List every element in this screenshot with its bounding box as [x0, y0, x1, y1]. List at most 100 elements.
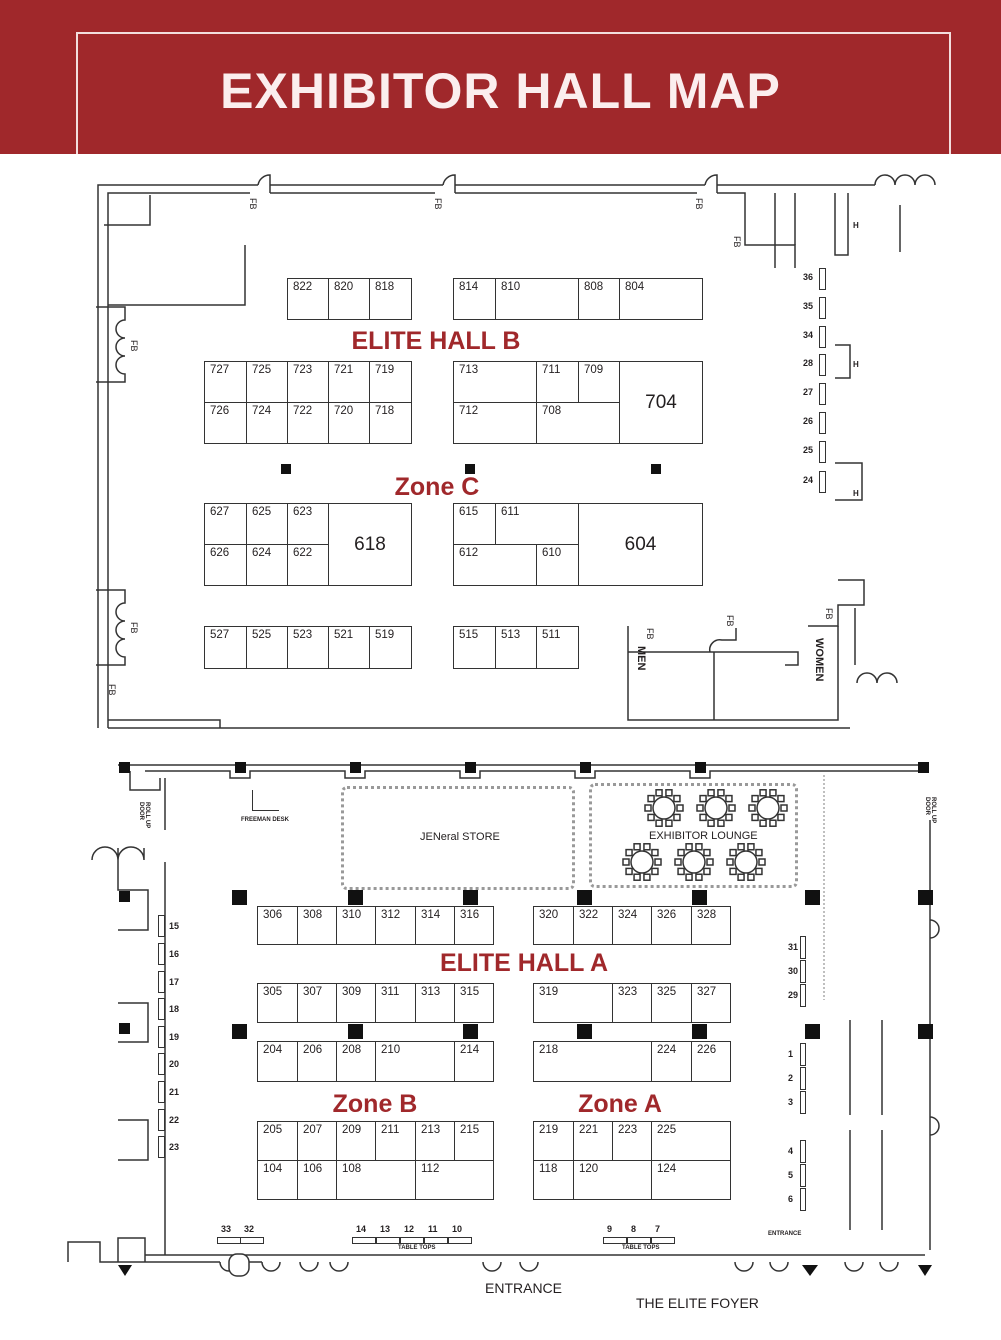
- booth[interactable]: 309: [336, 983, 376, 1023]
- booth[interactable]: 625: [246, 503, 288, 545]
- exhibit-table[interactable]: [819, 383, 826, 405]
- booth[interactable]: 324: [612, 906, 652, 945]
- booth[interactable]: 519: [369, 626, 412, 669]
- booth[interactable]: 327: [691, 983, 731, 1023]
- booth[interactable]: 726: [204, 402, 247, 444]
- booth[interactable]: 316: [454, 906, 494, 945]
- booth[interactable]: 314: [415, 906, 455, 945]
- booth[interactable]: 323: [612, 983, 652, 1023]
- booth[interactable]: 712: [453, 402, 537, 444]
- booth[interactable]: 312: [375, 906, 416, 945]
- booth[interactable]: 626: [204, 544, 247, 586]
- booth[interactable]: 320: [533, 906, 574, 945]
- booth[interactable]: 525: [246, 626, 288, 669]
- exhibit-table[interactable]: [819, 297, 826, 319]
- exhibit-table[interactable]: [800, 1140, 806, 1163]
- exhibit-table[interactable]: [819, 412, 826, 434]
- booth[interactable]: 108: [336, 1160, 416, 1200]
- exhibit-table[interactable]: [240, 1237, 264, 1244]
- booth[interactable]: 118: [533, 1160, 574, 1200]
- booth[interactable]: 308: [297, 906, 337, 945]
- exhibit-table[interactable]: [800, 984, 806, 1007]
- exhibit-table[interactable]: [800, 1091, 806, 1114]
- booth[interactable]: 223: [612, 1121, 652, 1161]
- exhibit-table[interactable]: [158, 971, 165, 993]
- booth[interactable]: 624: [246, 544, 288, 586]
- booth[interactable]: 106: [297, 1160, 337, 1200]
- booth[interactable]: 322: [573, 906, 613, 945]
- exhibit-table[interactable]: [819, 268, 826, 290]
- booth[interactable]: 612: [453, 544, 537, 586]
- booth[interactable]: 611: [495, 503, 579, 545]
- booth[interactable]: 822: [287, 278, 329, 320]
- booth[interactable]: 211: [375, 1121, 416, 1161]
- booth[interactable]: 708: [536, 402, 620, 444]
- booth[interactable]: 224: [651, 1041, 692, 1082]
- booth[interactable]: 523: [287, 626, 329, 669]
- booth[interactable]: 622: [287, 544, 329, 586]
- exhibit-table[interactable]: [819, 441, 826, 463]
- exhibit-table[interactable]: [158, 1053, 165, 1075]
- booth[interactable]: 225: [651, 1121, 731, 1161]
- booth[interactable]: 112: [415, 1160, 494, 1200]
- booth[interactable]: 315: [454, 983, 494, 1023]
- exhibit-table[interactable]: [800, 1188, 806, 1211]
- exhibit-table[interactable]: [352, 1237, 376, 1244]
- booth[interactable]: 221: [573, 1121, 613, 1161]
- booth[interactable]: 709: [578, 361, 620, 403]
- booth[interactable]: 209: [336, 1121, 376, 1161]
- exhibit-table[interactable]: [376, 1237, 400, 1244]
- exhibit-table[interactable]: [217, 1237, 241, 1244]
- booth[interactable]: 713: [453, 361, 537, 403]
- exhibit-table[interactable]: [424, 1237, 448, 1244]
- booth[interactable]: 804: [619, 278, 703, 320]
- booth[interactable]: 307: [297, 983, 337, 1023]
- booth[interactable]: 704: [619, 361, 703, 444]
- exhibit-table[interactable]: [603, 1237, 627, 1244]
- booth[interactable]: 226: [691, 1041, 731, 1082]
- exhibit-table[interactable]: [819, 471, 826, 493]
- booth[interactable]: 718: [369, 402, 412, 444]
- booth[interactable]: 727: [204, 361, 247, 403]
- booth[interactable]: 724: [246, 402, 288, 444]
- booth[interactable]: 205: [257, 1121, 298, 1161]
- booth[interactable]: 208: [336, 1041, 376, 1082]
- exhibit-table[interactable]: [400, 1237, 424, 1244]
- exhibit-table[interactable]: [158, 943, 165, 965]
- exhibit-table[interactable]: [800, 936, 806, 959]
- booth[interactable]: 213: [415, 1121, 455, 1161]
- booth[interactable]: 814: [453, 278, 496, 320]
- booth[interactable]: 711: [536, 361, 579, 403]
- exhibit-table[interactable]: [800, 1164, 806, 1187]
- booth[interactable]: 721: [328, 361, 370, 403]
- booth[interactable]: 305: [257, 983, 298, 1023]
- booth[interactable]: 218: [533, 1041, 652, 1082]
- exhibit-table[interactable]: [800, 960, 806, 983]
- exhibit-table[interactable]: [651, 1237, 675, 1244]
- booth[interactable]: 204: [257, 1041, 298, 1082]
- booth[interactable]: 207: [297, 1121, 337, 1161]
- booth[interactable]: 610: [536, 544, 579, 586]
- booth[interactable]: 515: [453, 626, 496, 669]
- booth[interactable]: 618: [328, 503, 412, 586]
- booth[interactable]: 210: [375, 1041, 455, 1082]
- exhibit-table[interactable]: [819, 326, 826, 348]
- booth[interactable]: 627: [204, 503, 247, 545]
- exhibit-table[interactable]: [819, 354, 826, 376]
- booth[interactable]: 725: [246, 361, 288, 403]
- booth[interactable]: 719: [369, 361, 412, 403]
- booth[interactable]: 808: [578, 278, 620, 320]
- booth[interactable]: 810: [495, 278, 579, 320]
- booth[interactable]: 326: [651, 906, 692, 945]
- exhibit-table[interactable]: [158, 1136, 165, 1158]
- booth[interactable]: 623: [287, 503, 329, 545]
- exhibit-table[interactable]: [158, 1109, 165, 1131]
- booth[interactable]: 311: [375, 983, 416, 1023]
- booth[interactable]: 720: [328, 402, 370, 444]
- exhibit-table[interactable]: [800, 1043, 806, 1066]
- booth[interactable]: 723: [287, 361, 329, 403]
- exhibit-table[interactable]: [158, 1026, 165, 1048]
- exhibit-table[interactable]: [800, 1067, 806, 1090]
- booth[interactable]: 215: [454, 1121, 494, 1161]
- exhibit-table[interactable]: [627, 1237, 651, 1244]
